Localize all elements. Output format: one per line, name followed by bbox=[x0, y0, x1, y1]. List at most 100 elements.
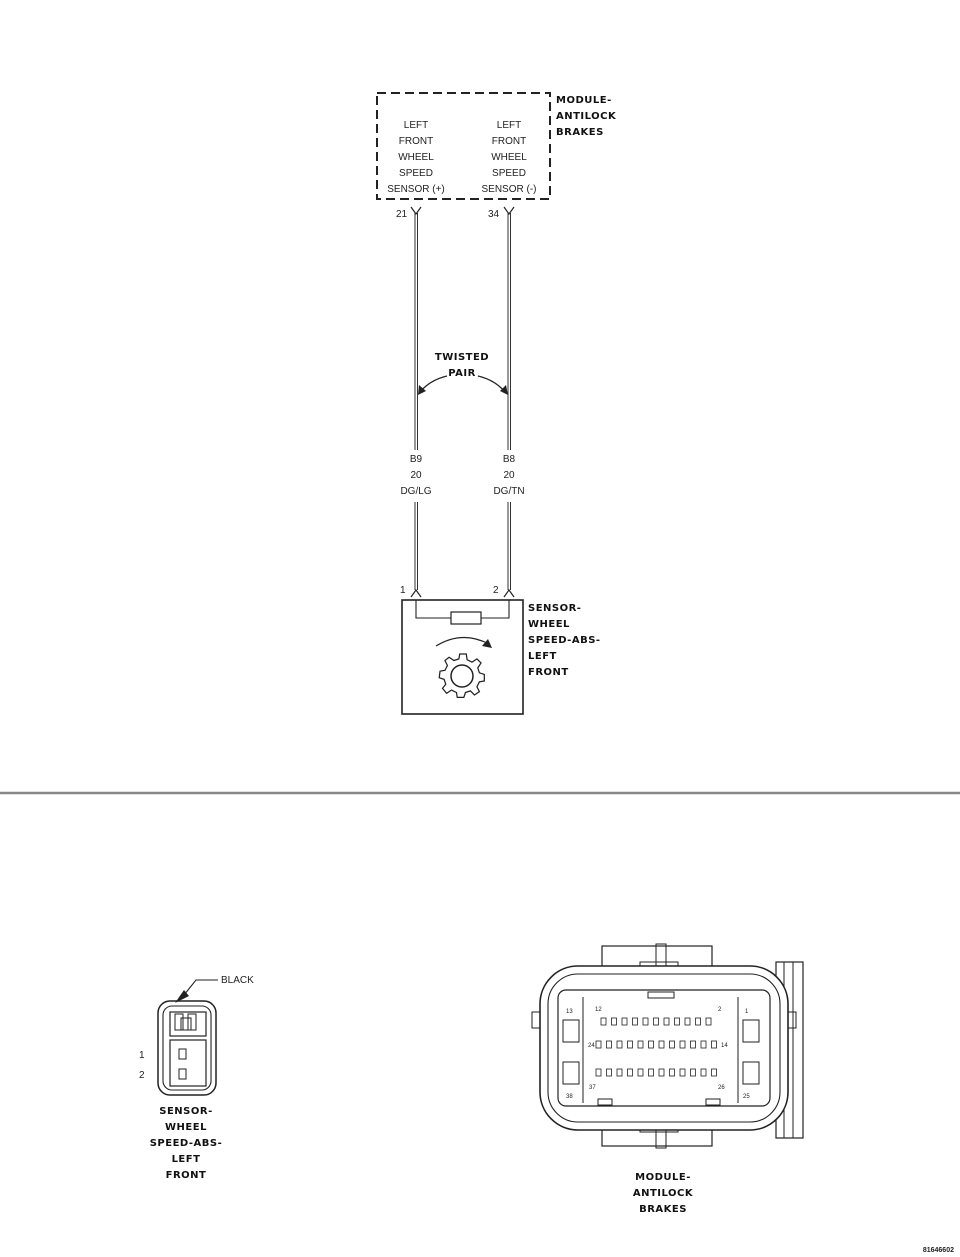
pin-cavity bbox=[606, 1068, 612, 1077]
wire-b8-gauge: 20 bbox=[503, 470, 515, 481]
pin-cavity bbox=[637, 1068, 644, 1077]
sensor-internal-wire-right bbox=[481, 600, 510, 619]
pin-left-line-2: FRONT bbox=[399, 136, 433, 147]
sensor-label-line-1: SENSOR- bbox=[528, 603, 581, 614]
cavity-25-label: 25 bbox=[743, 1094, 750, 1100]
rotation-arrow-icon bbox=[435, 636, 490, 647]
wire-b8-circuit: B8 bbox=[503, 454, 516, 465]
pin-cavity bbox=[595, 1040, 602, 1049]
sensor-label-line-3: SPEED-ABS- bbox=[528, 635, 601, 646]
pin-left-line-4: SPEED bbox=[399, 168, 433, 179]
sensor-connector-label-line-3: SPEED-ABS- bbox=[150, 1138, 223, 1149]
pin-cavity bbox=[642, 1017, 649, 1026]
module-connector-label-line-2: ANTILOCK bbox=[633, 1188, 694, 1199]
pin-cavity bbox=[679, 1040, 686, 1049]
twisted-pair-arrowhead-right bbox=[500, 385, 508, 395]
connector-color-label: BLACK bbox=[221, 975, 254, 986]
pin-right-line-2: FRONT bbox=[492, 136, 526, 147]
wire-b9-circuit: B9 bbox=[410, 454, 423, 465]
rotation-arrowhead-icon bbox=[482, 639, 492, 648]
pin-cavity bbox=[658, 1068, 665, 1077]
sensor-label: SENSOR- WHEEL SPEED-ABS- LEFT FRONT bbox=[528, 603, 601, 678]
wire-b9 bbox=[414, 213, 418, 590]
terminal-34-mark bbox=[503, 206, 515, 216]
sensor-connector-label-line-4: LEFT bbox=[172, 1154, 201, 1165]
gear-icon bbox=[438, 653, 485, 699]
module-connector-label-line-3: BRAKES bbox=[639, 1204, 687, 1215]
pin-cavity bbox=[648, 1068, 654, 1077]
sensor-wheel-speed-box bbox=[401, 599, 524, 715]
pin-cavity bbox=[684, 1017, 691, 1026]
module-antilock-brakes-box bbox=[376, 92, 551, 200]
pin-cavity bbox=[658, 1040, 665, 1049]
sensor-terminal-2-mark bbox=[503, 588, 515, 598]
sensor-connector-view bbox=[157, 1000, 217, 1096]
terminal-21-mark bbox=[410, 206, 422, 216]
pin-cavity bbox=[648, 1040, 654, 1049]
pin-right-line-1: LEFT bbox=[497, 120, 521, 131]
cavity-2-label: 2 bbox=[718, 1007, 722, 1013]
cavity-1-label: 1 bbox=[745, 1009, 749, 1015]
pin-cavity bbox=[595, 1068, 602, 1077]
pin-right-line-3: WHEEL bbox=[491, 152, 527, 163]
module-connector-cavity-numbers: 13 12 2 1 24 14 37 38 26 25 bbox=[566, 1007, 750, 1100]
module-connector-label: MODULE- ANTILOCK BRAKES bbox=[633, 1172, 694, 1215]
pin-cavity bbox=[653, 1017, 659, 1026]
pin-cavity bbox=[663, 1017, 670, 1026]
pin-cavity bbox=[616, 1068, 623, 1077]
twisted-pair-arrow-right bbox=[477, 375, 506, 393]
sensor-connector-label-line-2: WHEEL bbox=[165, 1122, 207, 1133]
pin-cavity bbox=[611, 1017, 617, 1026]
module-connector-pin-cavities bbox=[595, 1017, 717, 1077]
pin-cavity bbox=[669, 1040, 675, 1049]
cavity-14-label: 14 bbox=[721, 1043, 728, 1049]
sensor-pin-2-number: 2 bbox=[493, 585, 499, 596]
pin-cavity bbox=[711, 1068, 717, 1077]
cavity-38-label: 38 bbox=[566, 1094, 573, 1100]
pin-cavity bbox=[627, 1068, 633, 1077]
black-leader-line bbox=[183, 979, 218, 996]
pin-cavity bbox=[669, 1068, 675, 1077]
wire-b9-color: DG/LG bbox=[400, 486, 431, 497]
twisted-pair-line-2: PAIR bbox=[448, 368, 476, 379]
wire-b8-color: DG/TN bbox=[493, 486, 524, 497]
wire-b8-label: B8 20 DG/TN bbox=[493, 454, 524, 497]
pin-cavity bbox=[705, 1017, 712, 1026]
cavity-24-label: 24 bbox=[588, 1043, 595, 1049]
sensor-connector-label-line-5: FRONT bbox=[166, 1170, 207, 1181]
module-label-line-3: BRAKES bbox=[556, 127, 604, 138]
sensor-connector-label-line-1: SENSOR- bbox=[159, 1106, 212, 1117]
sensor-internal-wire-left bbox=[415, 600, 451, 619]
cavity-26-label: 26 bbox=[718, 1085, 725, 1091]
pin-cavity bbox=[616, 1040, 623, 1049]
pin-left-line-1: LEFT bbox=[404, 120, 428, 131]
cavity-12-label: 12 bbox=[595, 1007, 602, 1013]
pin-cavity bbox=[700, 1068, 707, 1077]
pin-cavity bbox=[600, 1017, 607, 1026]
sensor-connector-label: SENSOR- WHEEL SPEED-ABS- LEFT FRONT bbox=[150, 1106, 223, 1181]
sensor-coil-element bbox=[450, 611, 482, 625]
wire-b9-label: B9 20 DG/LG bbox=[400, 454, 431, 497]
pin-right-line-5: SENSOR (-) bbox=[482, 184, 537, 195]
module-connector-label-line-1: MODULE- bbox=[635, 1172, 691, 1183]
pin-left-line-5: SENSOR (+) bbox=[387, 184, 445, 195]
pin-cavity bbox=[690, 1068, 696, 1077]
connector-pin-2-label: 2 bbox=[139, 1070, 145, 1081]
pin-left-line-3: WHEEL bbox=[398, 152, 434, 163]
twisted-pair-arrowhead-left bbox=[418, 385, 426, 395]
cavity-21: 21 bbox=[396, 209, 408, 220]
twisted-pair-line-1: TWISTED bbox=[435, 352, 489, 363]
module-label-line-1: MODULE- bbox=[556, 95, 612, 106]
pin-cavity bbox=[632, 1017, 638, 1026]
wire-b8 bbox=[507, 213, 511, 590]
module-label: MODULE- ANTILOCK BRAKES bbox=[556, 95, 617, 138]
pin-cavity bbox=[637, 1040, 644, 1049]
cavity-37-label: 37 bbox=[589, 1085, 596, 1091]
module-pin-left-function: LEFT FRONT WHEEL SPEED SENSOR (+) bbox=[387, 120, 445, 195]
pin-cavity bbox=[674, 1017, 680, 1026]
module-pin-right-function: LEFT FRONT WHEEL SPEED SENSOR (-) bbox=[482, 120, 537, 195]
pin-cavity bbox=[700, 1040, 707, 1049]
pin-cavity bbox=[695, 1017, 701, 1026]
module-label-line-2: ANTILOCK bbox=[556, 111, 617, 122]
pin-cavity bbox=[621, 1017, 628, 1026]
